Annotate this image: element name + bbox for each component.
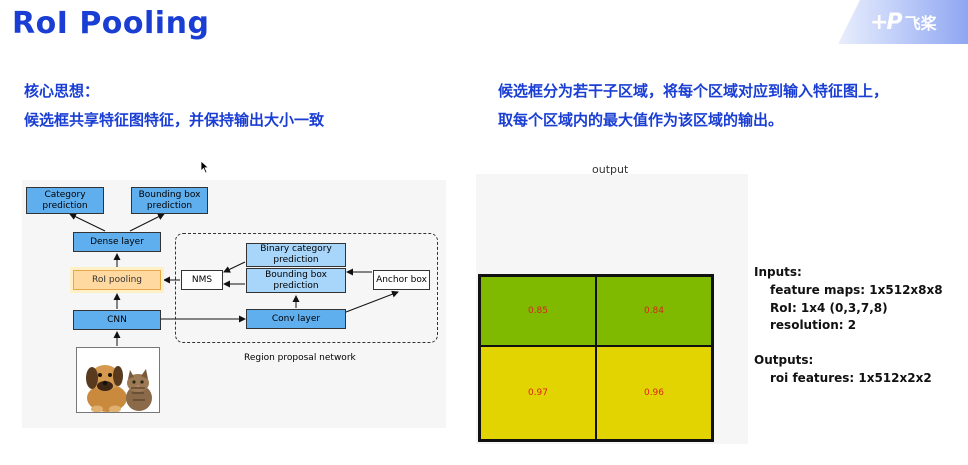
roi-pooling-block: RoI pooling bbox=[73, 270, 161, 290]
input-resolution: resolution: 2 bbox=[770, 318, 857, 332]
paddle-logo: +P 飞桨 bbox=[870, 8, 937, 36]
category-prediction-line2: prediction bbox=[42, 200, 88, 211]
method-line-2: 取每个区域内的最大值作为该区域的输出。 bbox=[498, 111, 784, 129]
inputs-title: Inputs: bbox=[754, 265, 802, 279]
bbox-prediction-line1: Bounding box bbox=[138, 189, 201, 200]
slide-title: RoI Pooling bbox=[12, 6, 210, 41]
input-image-puppy-kitten bbox=[76, 347, 160, 413]
binary-category-line2: prediction bbox=[273, 255, 319, 265]
category-prediction-line1: Category bbox=[44, 189, 86, 200]
region-proposal-network-box bbox=[175, 233, 438, 343]
input-roi: RoI: 1x4 (0,3,7,8) bbox=[770, 301, 888, 315]
core-idea-heading: 核心思想： bbox=[24, 82, 100, 100]
logo-band bbox=[838, 0, 968, 44]
nms-block: NMS bbox=[181, 270, 223, 290]
outputs-title: Outputs: bbox=[754, 353, 814, 367]
output-cell: 0.97 bbox=[480, 346, 596, 440]
binary-category-line1: Binary category bbox=[260, 244, 332, 254]
output-cell: 0.96 bbox=[596, 346, 712, 440]
rpn-bbox-line2: prediction bbox=[273, 280, 319, 291]
logo-mark: +P bbox=[870, 9, 903, 35]
output-cell: 0.85 bbox=[480, 276, 596, 346]
logo-name: 飞桨 bbox=[904, 14, 937, 33]
output-roi-features: roi features: 1x512x2x2 bbox=[770, 371, 932, 385]
method-line-1: 候选框分为若干子区域，将每个区域对应到输入特征图上， bbox=[498, 82, 889, 100]
dense-layer-block: Dense layer bbox=[73, 232, 161, 252]
output-cell: 0.84 bbox=[596, 276, 712, 346]
input-feature-maps: feature maps: 1x512x8x8 bbox=[770, 283, 943, 297]
conv-layer-block: Conv layer bbox=[246, 309, 346, 329]
bbox-prediction-line2: prediction bbox=[146, 200, 193, 211]
rpn-label: Region proposal network bbox=[244, 353, 356, 363]
rpn-bbox-line1: Bounding box bbox=[265, 269, 327, 280]
mouse-cursor-icon bbox=[200, 160, 210, 174]
core-idea-body: 候选框共享特征图特征，并保持输出大小一致 bbox=[24, 111, 325, 129]
anchor-box-block: Anchor box bbox=[373, 270, 430, 290]
roi-output-grid: 0.85 0.84 0.97 0.96 bbox=[478, 274, 714, 442]
output-label: output bbox=[592, 163, 629, 176]
cnn-block: CNN bbox=[73, 310, 161, 330]
